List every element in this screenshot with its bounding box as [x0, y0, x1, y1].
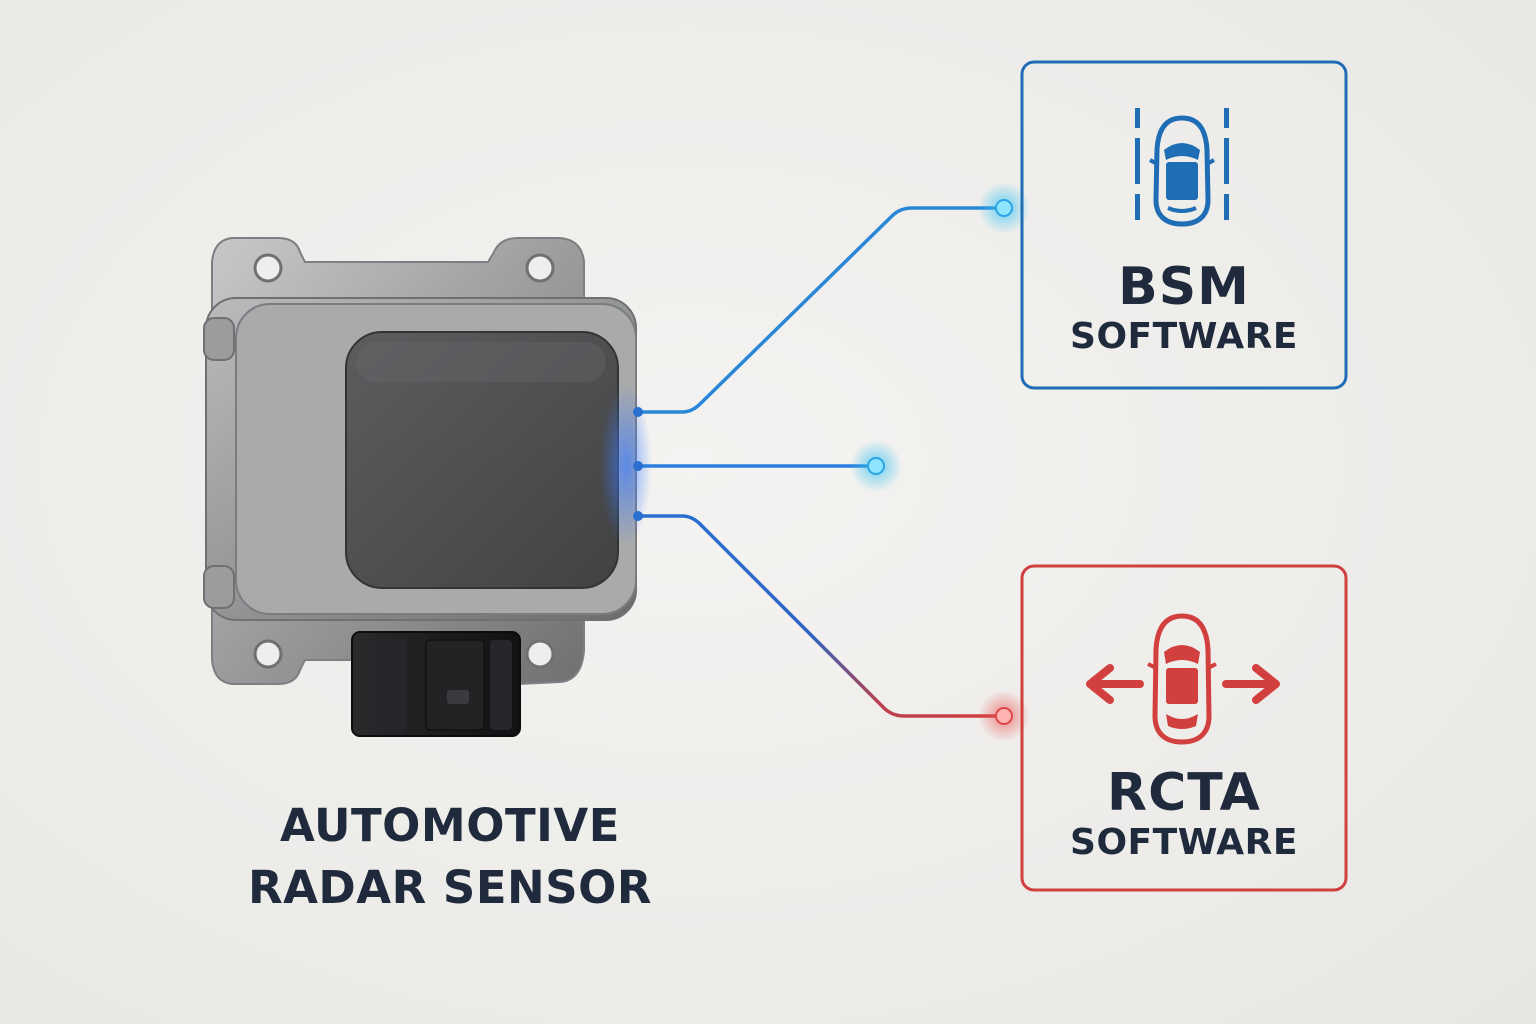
connection-wires — [633, 182, 1030, 742]
rcta-card-border — [1020, 564, 1348, 892]
bsm-software-card — [1020, 60, 1348, 390]
rcta-title-block: RCTA SOFTWARE — [1022, 764, 1346, 864]
rcta-title: RCTA — [1107, 763, 1261, 823]
bsm-subtitle: SOFTWARE — [1070, 316, 1298, 357]
mount-hole-bottom-left — [253, 639, 283, 669]
bsm-title-block: BSM SOFTWARE — [1022, 258, 1346, 358]
mount-hole-top-left — [253, 253, 283, 283]
sensor-side-tab-lower — [203, 565, 235, 609]
radar-sensor-illustration — [203, 237, 652, 737]
sensor-port-dot-bottom — [633, 511, 643, 521]
center-node — [867, 457, 885, 475]
sensor-port-glow — [600, 385, 652, 545]
wire-to-bsm — [636, 206, 1006, 414]
wire-to-rcta — [636, 514, 1006, 718]
sensor-port-dot-middle — [633, 461, 643, 471]
connector-rib-left — [372, 640, 406, 730]
bsm-node — [995, 199, 1013, 217]
connector-latch-button — [447, 690, 469, 704]
sensor-label: AUTOMOTIVE RADAR SENSOR — [200, 795, 700, 919]
connector-latch — [425, 639, 485, 731]
bsm-card-border — [1020, 60, 1348, 390]
connector-rib-right — [490, 640, 512, 730]
sensor-port-dot-top — [633, 407, 643, 417]
car-top-view-cross-arrows-icon — [1086, 613, 1280, 745]
sensor-label-line1: AUTOMOTIVE — [280, 799, 620, 852]
rcta-node — [995, 707, 1013, 725]
mount-hole-top-right — [525, 253, 555, 283]
car-top-view-lane-lines-icon — [1135, 108, 1229, 227]
sensor-label-line2: RADAR SENSOR — [247, 861, 653, 914]
sensor-side-tab-upper — [203, 317, 235, 361]
mount-hole-bottom-right — [525, 639, 555, 669]
rcta-subtitle: SOFTWARE — [1070, 822, 1298, 863]
rcta-software-card — [1020, 564, 1348, 892]
sensor-radome-highlight — [356, 342, 606, 382]
bsm-title: BSM — [1118, 257, 1250, 317]
